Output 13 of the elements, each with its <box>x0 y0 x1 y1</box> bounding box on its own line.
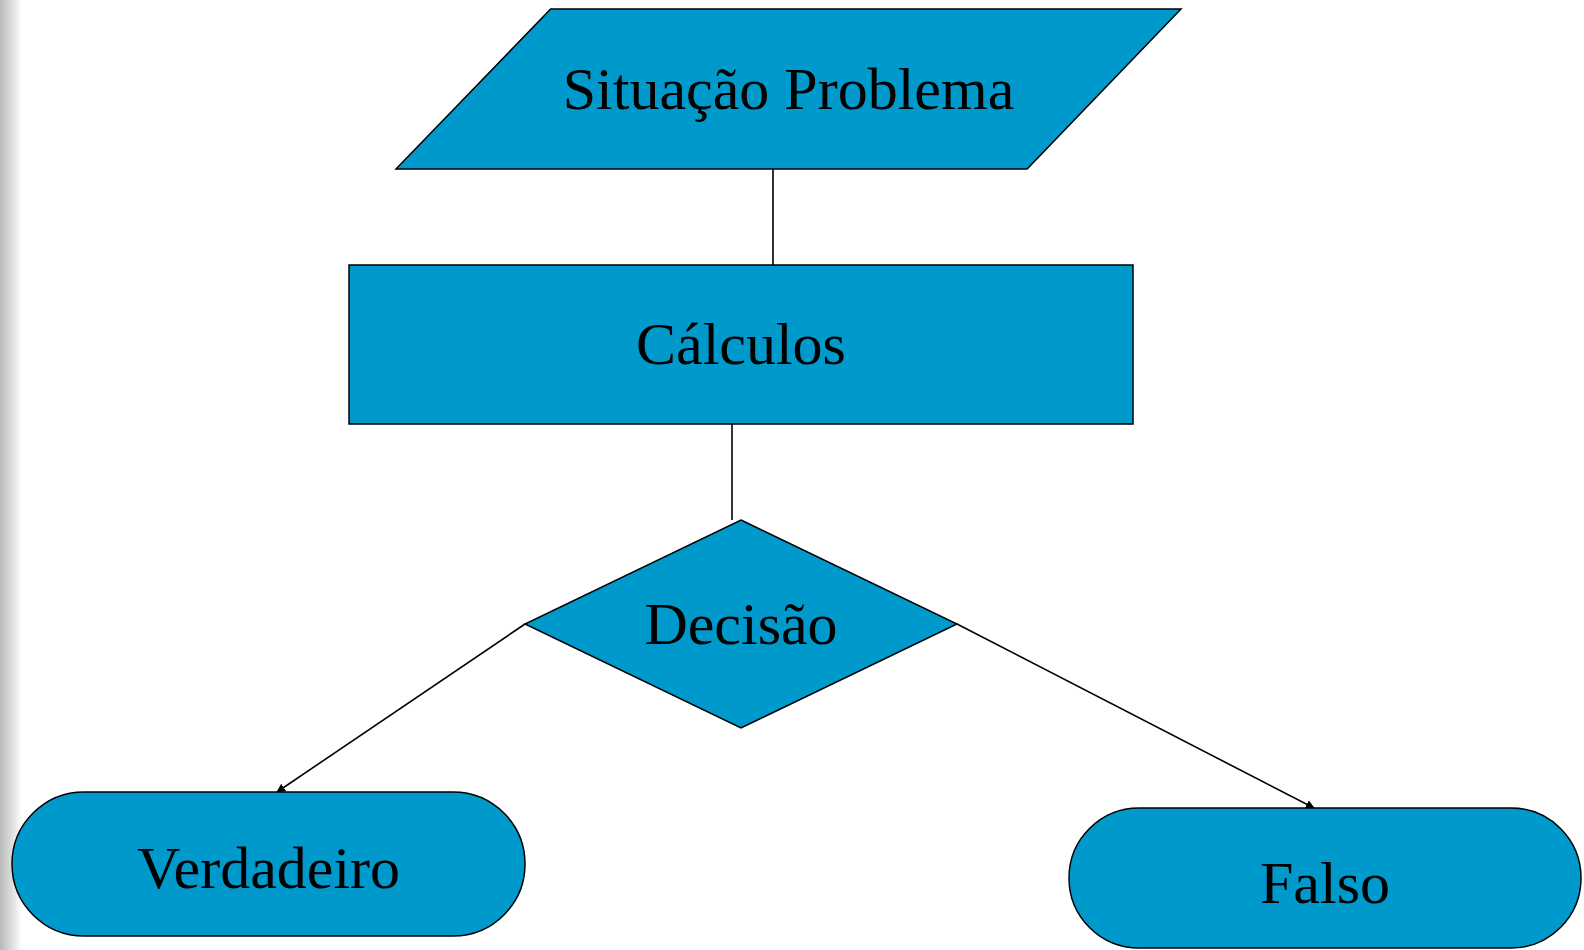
decision-diamond <box>525 520 957 728</box>
arrow <box>276 623 526 793</box>
input-parallelogram <box>396 9 1181 169</box>
connector-line <box>772 168 774 266</box>
connector-line <box>731 423 733 521</box>
node-label: Falso <box>1260 848 1390 918</box>
node-label: Decisão <box>644 589 838 659</box>
node-label: Cálculos <box>636 310 846 379</box>
node-label: Situação Problema <box>562 54 1015 124</box>
arrow <box>956 623 1315 809</box>
terminal-box <box>12 792 525 936</box>
process-box <box>349 265 1133 424</box>
node-label: Verdadeiro <box>136 833 401 903</box>
